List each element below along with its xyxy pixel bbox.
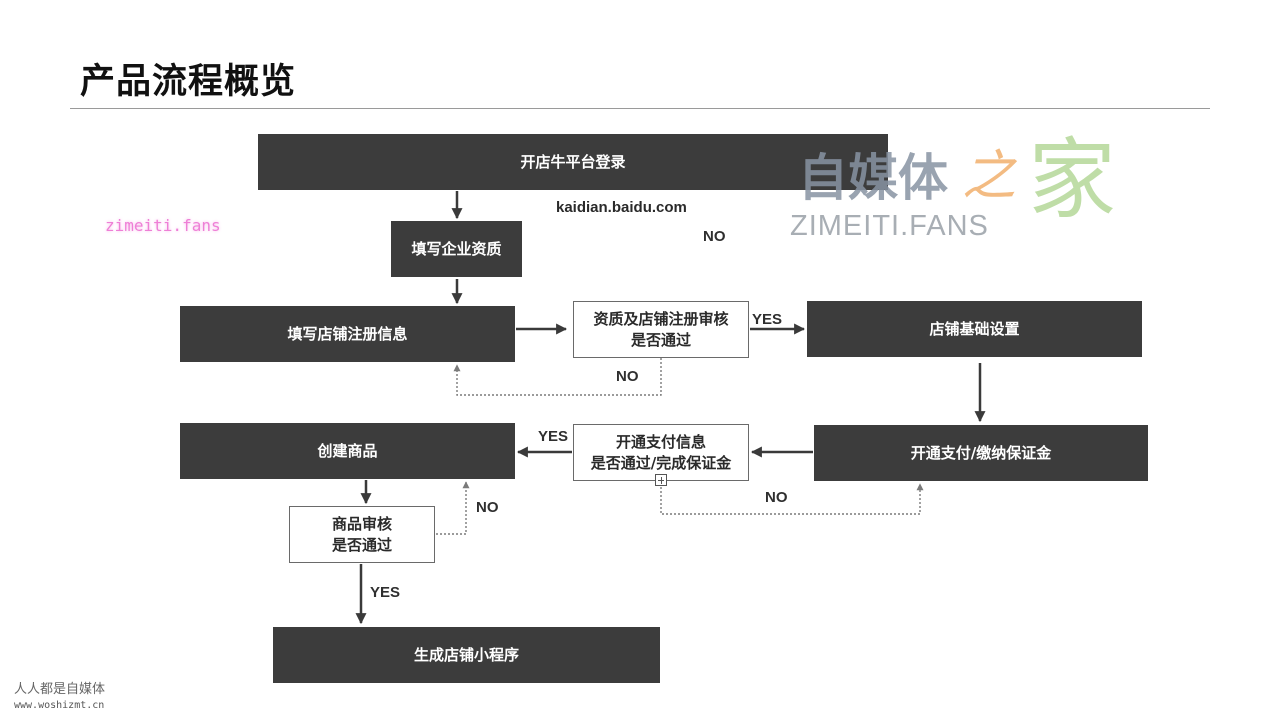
node-payment-deposit-label: 开通支付/缴纳保证金 (910, 443, 1052, 462)
node-fill-qualification-label: 填写企业资质 (411, 239, 502, 258)
dashed-product-no-loop (436, 481, 470, 535)
title-divider (70, 108, 1210, 109)
logo-zhi-text: 之 (962, 144, 1016, 207)
node-create-product-label: 创建商品 (317, 441, 378, 460)
edge-label-top-no: NO (703, 228, 726, 245)
node-store-settings-label: 店铺基础设置 (929, 319, 1020, 338)
edge-label-payment-no: NO (765, 489, 788, 506)
node-generate-miniprogram-label: 生成店铺小程序 (413, 645, 519, 664)
node-store-settings: 店铺基础设置 (807, 301, 1142, 357)
footer-watermark-url: www.woshizmt.cn (14, 700, 105, 711)
login-url-label: kaidian.baidu.com (556, 199, 687, 216)
node-platform-login: 开店牛平台登录 (258, 134, 888, 190)
page-title: 产品流程概览 (80, 62, 297, 102)
watermark-site-text: zimeiti.fans (105, 216, 221, 235)
node-fill-store-info-label: 填写店铺注册信息 (287, 324, 408, 343)
logo-cn-text: 自媒体 (798, 149, 948, 207)
logo-jia-text: 家 (1028, 128, 1117, 231)
decision-payment-review: 开通支付信息 是否通过/完成保证金 (573, 424, 749, 481)
footer-watermark-cn: 人人都是自媒体 (14, 682, 106, 697)
watermark-logo: 自媒体 之 家 ZIMEITI.FANS (790, 132, 1125, 244)
decision-product-review-line1: 商品审核 (331, 514, 392, 533)
decision-registration-review-line2: 是否通过 (630, 330, 691, 349)
node-fill-store-info: 填写店铺注册信息 (180, 306, 515, 362)
decision-product-review: 商品审核 是否通过 (289, 506, 435, 563)
decision-payment-review-line2: 是否通过/完成保证金 (590, 453, 732, 472)
logo-en-text: ZIMEITI.FANS (790, 210, 989, 242)
node-create-product: 创建商品 (180, 423, 515, 479)
edge-label-registration-no: NO (616, 368, 639, 385)
node-platform-login-label: 开店牛平台登录 (520, 152, 626, 171)
decision-product-review-line2: 是否通过 (331, 535, 392, 554)
node-fill-qualification: 填写企业资质 (391, 221, 522, 277)
decision-registration-review-line1: 资质及店铺注册审核 (593, 309, 729, 328)
node-generate-miniprogram: 生成店铺小程序 (273, 627, 660, 683)
expand-icon (655, 474, 667, 486)
edge-label-payment-yes: YES (538, 428, 569, 445)
edge-label-product-yes: YES (370, 584, 401, 601)
dashed-payment-no-loop (660, 483, 924, 515)
edge-label-product-no: NO (476, 499, 499, 516)
node-payment-deposit: 开通支付/缴纳保证金 (814, 425, 1148, 481)
edge-label-registration-yes: YES (752, 311, 783, 328)
decision-registration-review: 资质及店铺注册审核 是否通过 (573, 301, 749, 358)
decision-payment-review-line1: 开通支付信息 (615, 432, 706, 451)
